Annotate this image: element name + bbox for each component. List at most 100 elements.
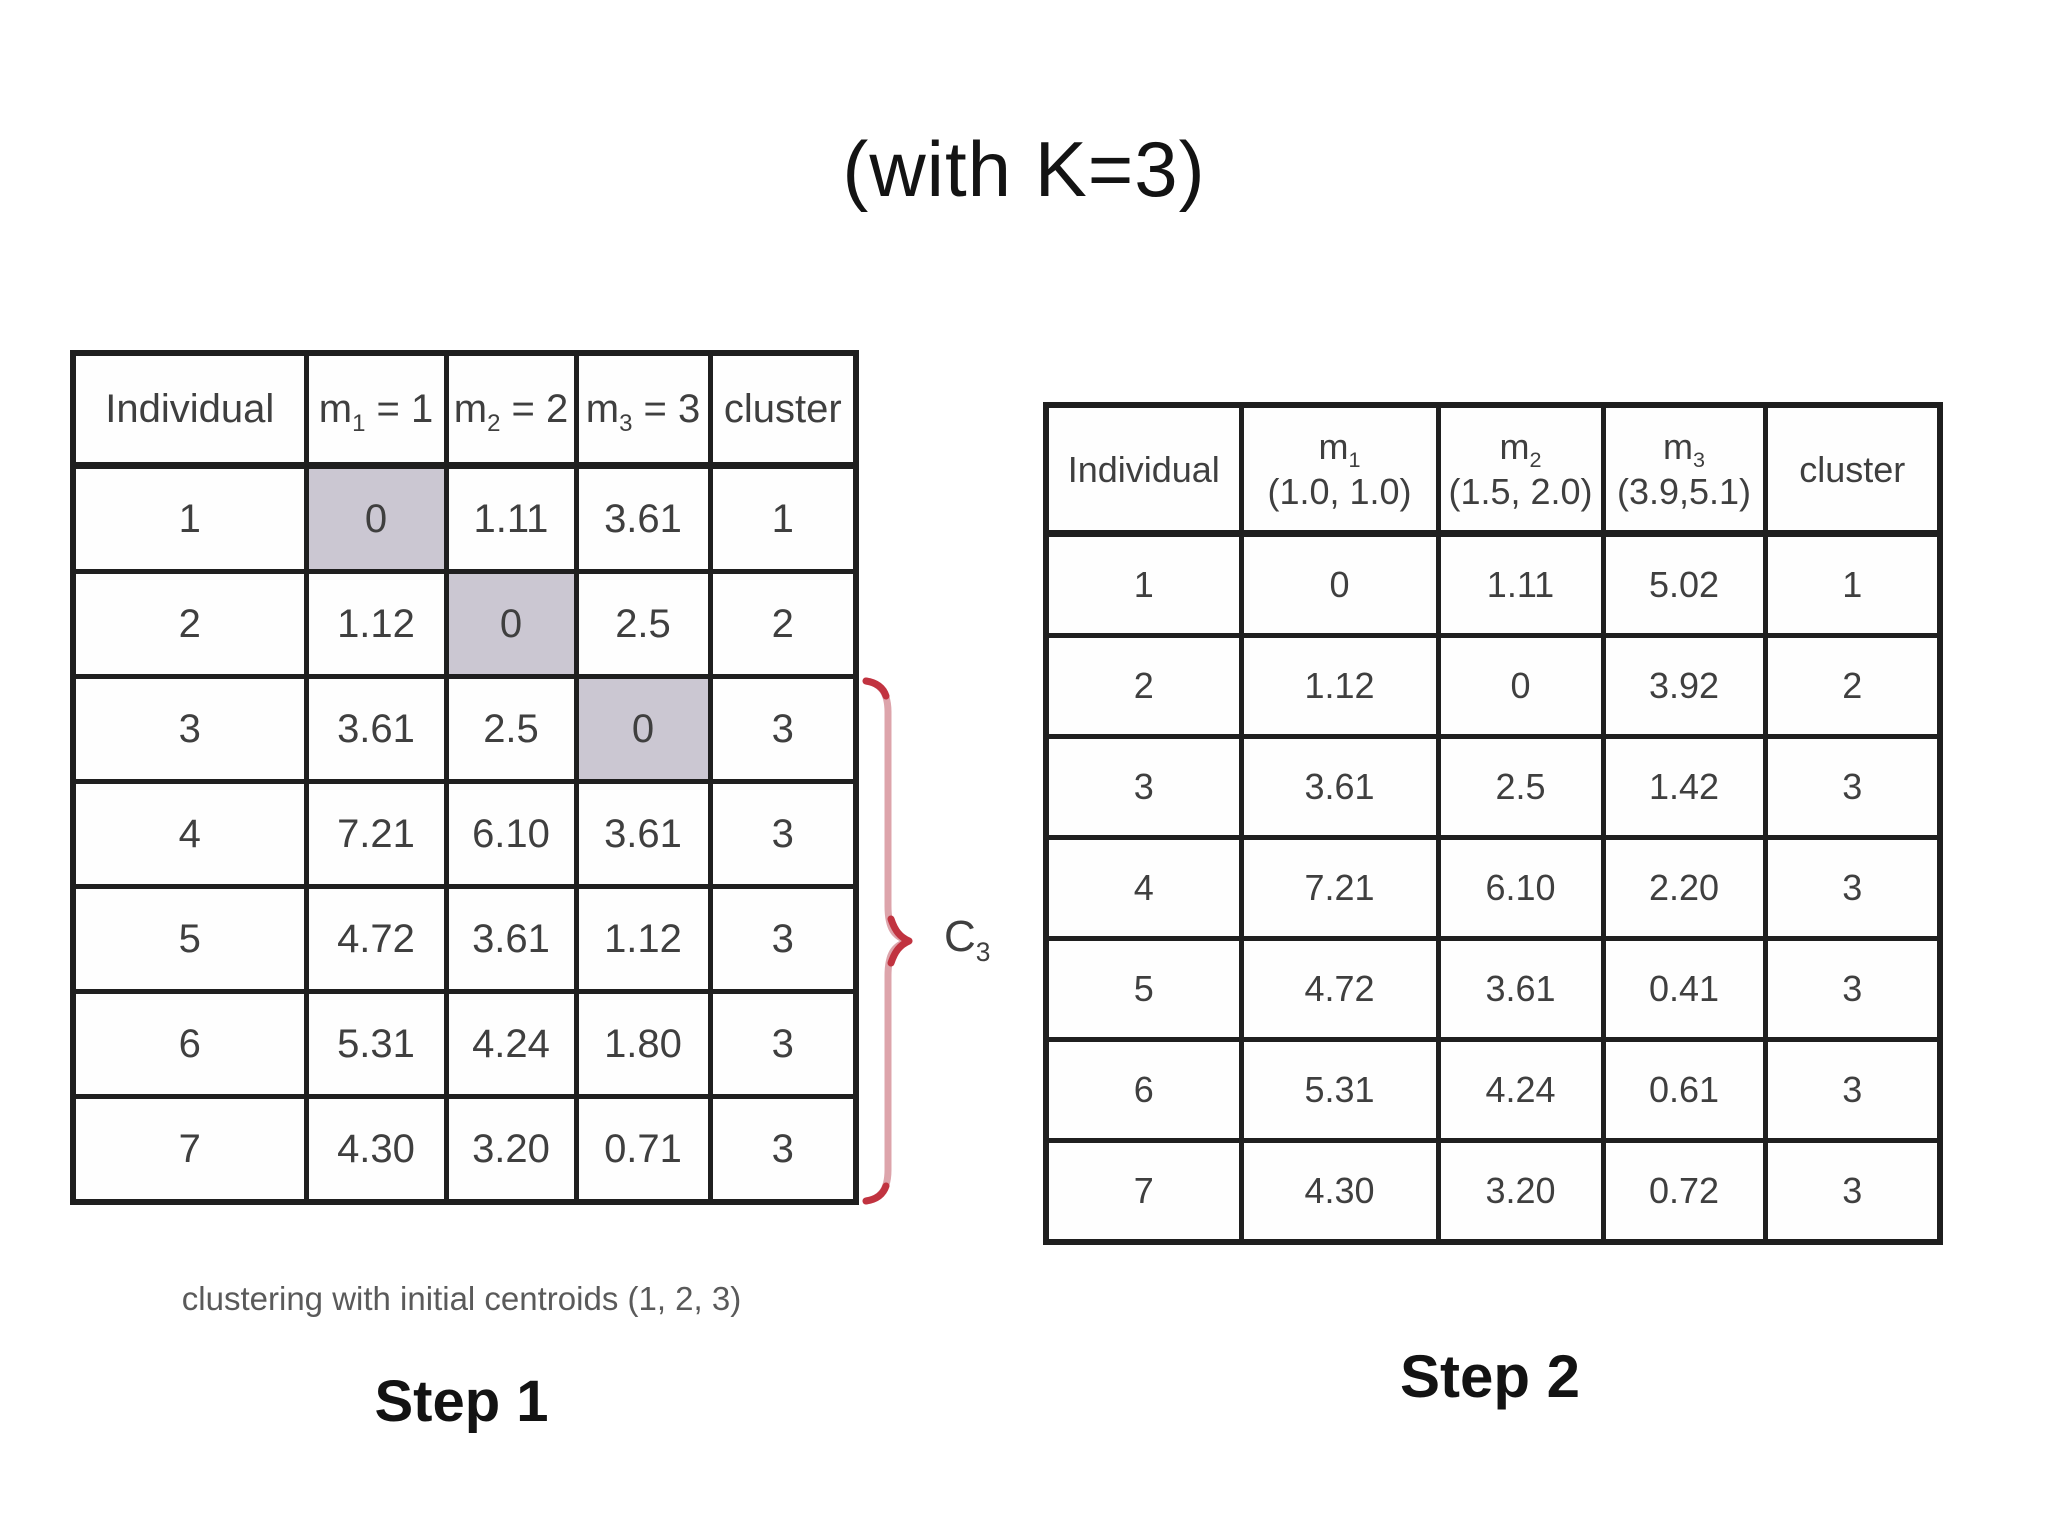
- step1-label: Step 1: [374, 1369, 549, 1434]
- value-cell: 3: [1762, 1138, 1943, 1245]
- value-cell: 1.42: [1600, 734, 1768, 840]
- value-cell: 2: [1762, 633, 1943, 739]
- value-cell: 0.61: [1600, 1037, 1768, 1143]
- value-cell: 0: [1238, 531, 1441, 638]
- column-header: Individual: [1043, 402, 1244, 537]
- individual-cell: 6: [70, 989, 309, 1099]
- individual-cell: 2: [1043, 633, 1244, 739]
- value-cell: 3: [1762, 1037, 1943, 1143]
- value-cell: 1.80: [573, 989, 713, 1099]
- value-cell: 3.92: [1600, 633, 1768, 739]
- column-header: m3 = 3: [573, 350, 713, 469]
- value-cell: 5.02: [1600, 531, 1768, 638]
- value-cell: 0.71: [573, 1094, 713, 1205]
- value-cell: 1.12: [303, 569, 449, 679]
- individual-cell: 3: [70, 674, 309, 784]
- value-cell: 5.31: [1238, 1037, 1441, 1143]
- individual-cell: 1: [70, 463, 309, 574]
- column-header: cluster: [707, 350, 859, 469]
- brace-top-hook: [862, 677, 890, 700]
- value-cell: 4.30: [1238, 1138, 1441, 1245]
- value-cell: 3: [707, 989, 859, 1099]
- value-cell: 4.72: [303, 884, 449, 994]
- value-cell: 5.31: [303, 989, 449, 1099]
- value-cell: 2.20: [1600, 835, 1768, 941]
- column-header: m2(1.5, 2.0): [1435, 402, 1606, 537]
- value-cell: 6.10: [443, 779, 579, 889]
- individual-cell: 7: [1043, 1138, 1244, 1245]
- value-cell: 4.72: [1238, 936, 1441, 1042]
- value-cell: 1.11: [1435, 531, 1606, 638]
- value-cell: 4.30: [303, 1094, 449, 1205]
- cluster-c3-label: C3: [944, 912, 991, 967]
- brace-tip: [887, 915, 913, 967]
- value-cell: 2: [707, 569, 859, 679]
- value-cell: 2.5: [443, 674, 579, 784]
- individual-cell: 5: [70, 884, 309, 994]
- individual-cell: 3: [1043, 734, 1244, 840]
- value-cell: 3: [707, 779, 859, 889]
- value-cell: 4.24: [443, 989, 579, 1099]
- value-cell: 3.20: [443, 1094, 579, 1205]
- individual-cell: 4: [1043, 835, 1244, 941]
- column-header: m1 = 1: [303, 350, 449, 469]
- column-header: m3(3.9,5.1): [1600, 402, 1768, 537]
- value-cell: 3.20: [1435, 1138, 1606, 1245]
- value-cell: 2.5: [573, 569, 713, 679]
- step2-label: Step 2: [1399, 1343, 1581, 1410]
- brace-bottom-hook: [862, 1182, 890, 1205]
- value-cell: 1: [707, 463, 859, 574]
- slide-title: (with K=3): [842, 125, 1206, 213]
- value-cell: 3.61: [303, 674, 449, 784]
- value-cell: 3: [1762, 936, 1943, 1042]
- value-cell: 0: [303, 463, 449, 574]
- value-cell: 0: [443, 569, 579, 679]
- value-cell: 1.11: [443, 463, 579, 574]
- value-cell: 0.72: [1600, 1138, 1768, 1245]
- column-header: Individual: [70, 350, 309, 469]
- value-cell: 0: [1435, 633, 1606, 739]
- value-cell: 3.61: [1435, 936, 1606, 1042]
- value-cell: 3: [707, 884, 859, 994]
- individual-cell: 6: [1043, 1037, 1244, 1143]
- individual-cell: 4: [70, 779, 309, 889]
- value-cell: 7.21: [303, 779, 449, 889]
- value-cell: 2.5: [1435, 734, 1606, 840]
- value-cell: 3: [1762, 835, 1943, 941]
- value-cell: 3: [1762, 734, 1943, 840]
- value-cell: 3.61: [1238, 734, 1441, 840]
- value-cell: 3.61: [573, 463, 713, 574]
- value-cell: 1.12: [573, 884, 713, 994]
- value-cell: 1: [1762, 531, 1943, 638]
- value-cell: 3: [707, 674, 859, 784]
- value-cell: 7.21: [1238, 835, 1441, 941]
- column-header: cluster: [1762, 402, 1943, 537]
- column-header: m2 = 2: [443, 350, 579, 469]
- value-cell: 3.61: [573, 779, 713, 889]
- column-header: m1(1.0, 1.0): [1238, 402, 1441, 537]
- individual-cell: 5: [1043, 936, 1244, 1042]
- value-cell: 0: [573, 674, 713, 784]
- value-cell: 6.10: [1435, 835, 1606, 941]
- value-cell: 0.41: [1600, 936, 1768, 1042]
- cluster-c3-brace-icon: [862, 677, 913, 1205]
- value-cell: 1.12: [1238, 633, 1441, 739]
